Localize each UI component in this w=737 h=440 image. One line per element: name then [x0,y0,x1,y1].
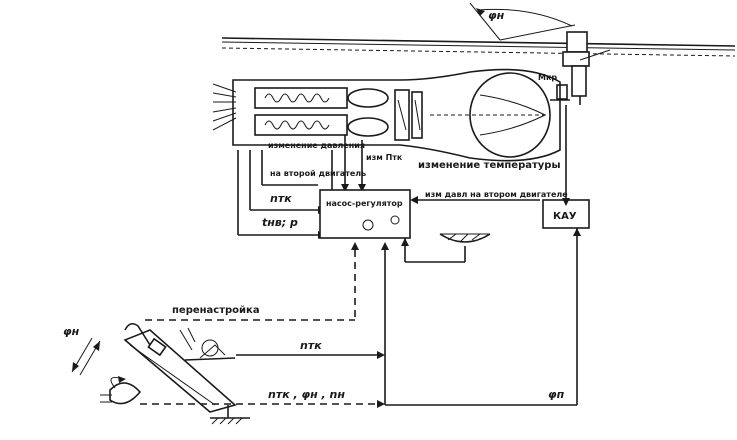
izm-dav-second-label: изм давл на втором двигателе [425,190,568,199]
retuning-label: перенастройка [172,305,260,316]
air-intake-arrows [212,83,237,131]
second-engine-label: на второй двигатель [270,169,366,178]
n-tk-left-label: nтк [270,192,292,205]
parameters-signal-line: nтк , φн , nн φп [140,388,577,408]
propeller-governor-unit: Mкр [538,31,611,105]
izm-ptk-label: изм Птк [366,153,403,162]
pump-regulator-label: насос-регулятор [326,199,403,208]
ntk-signal-line: nтк [236,339,385,359]
fuel-tank [401,233,491,263]
propeller-shaft [221,37,736,57]
kau-block: КАУ [542,105,590,405]
throttle-lever-mechanism [71,322,250,425]
kau-label: КАУ [553,211,577,222]
bottom-params-label: nтк , φн , nн [268,388,345,401]
pressure-lines [237,135,366,239]
second-engine-pressure-line: изм давл на втором двигателе [410,190,568,204]
phi-top-label: φн [488,9,505,22]
pump-regulator-block: насос-регулятор [319,189,411,239]
phi-left-label: φн [63,325,80,338]
control-lines [145,242,389,405]
pitch-angle-indicator: φн [469,2,576,41]
n-tk-bottom-label: nтк [300,339,322,352]
t-nv-p-label: tнв; p [262,216,298,229]
mkr-label: Mкр [538,73,557,82]
pressure-change-label: изменение давления [268,141,365,150]
phi-right-label: φп [548,388,565,401]
temperature-change-label: изменение температуры [418,160,561,171]
turboprop-engine [212,68,570,162]
